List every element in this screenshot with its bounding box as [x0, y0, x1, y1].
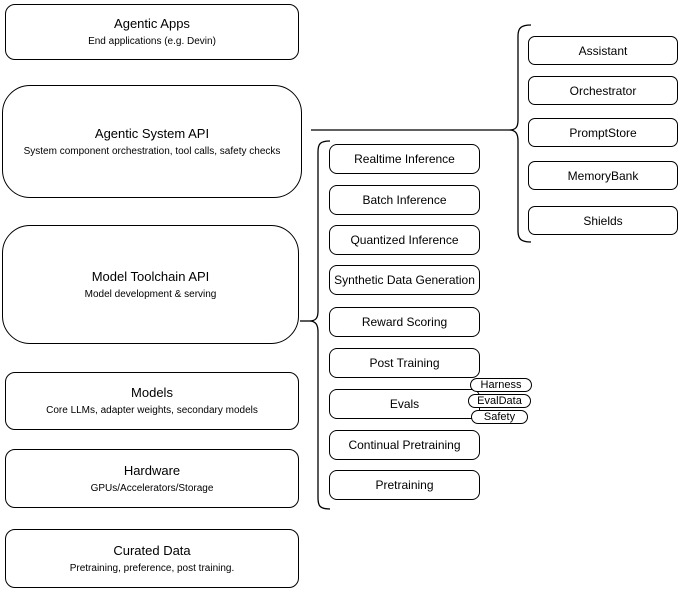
layer-models: Models Core LLMs, adapter weights, secon…: [5, 372, 299, 430]
toolchain-box-pretraining: Pretraining: [329, 470, 480, 500]
layer-model-toolchain-api: Model Toolchain API Model development & …: [2, 225, 299, 344]
layer-subtitle: System component orchestration, tool cal…: [23, 145, 281, 157]
toolchain-box-continual-pretraining: Continual Pretraining: [329, 430, 480, 460]
component-box-shields: Shields: [528, 206, 678, 235]
layer-title: Models: [131, 385, 173, 400]
layer-title: Agentic System API: [94, 125, 210, 141]
layer-subtitle: Pretraining, preference, post training.: [69, 562, 235, 574]
toolchain-group-brace: [308, 140, 331, 510]
layer-title: Curated Data: [113, 542, 191, 558]
toolchain-box-post-training: Post Training: [329, 348, 480, 378]
layer-subtitle: Model development & serving: [84, 288, 217, 300]
toolchain-box-evals: Evals: [329, 389, 480, 419]
layer-agentic-apps: Agentic Apps End applications (e.g. Devi…: [5, 4, 299, 60]
layer-hardware: Hardware GPUs/Accelerators/Storage: [5, 449, 299, 508]
eval-tag-safety: Safety: [471, 410, 528, 424]
layer-subtitle: Core LLMs, adapter weights, secondary mo…: [46, 405, 258, 416]
layer-subtitle: GPUs/Accelerators/Storage: [90, 482, 214, 494]
component-box-assistant: Assistant: [528, 36, 678, 65]
layer-title: Agentic Apps: [114, 16, 190, 31]
toolchain-box-synthetic-data-generation: Synthetic Data Generation: [329, 265, 480, 295]
toolchain-box-quantized-inference: Quantized Inference: [329, 225, 480, 255]
layer-subtitle: End applications (e.g. Devin): [88, 36, 216, 47]
eval-tag-evaldata: EvalData: [468, 394, 531, 408]
toolchain-box-batch-inference: Batch Inference: [329, 185, 480, 215]
layer-title: Hardware: [123, 462, 181, 478]
component-box-memorybank: MemoryBank: [528, 161, 678, 190]
layer-title: Model Toolchain API: [91, 268, 210, 284]
eval-tag-harness: Harness: [470, 378, 532, 392]
component-box-promptstore: PromptStore: [528, 118, 678, 147]
component-box-orchestrator: Orchestrator: [528, 76, 678, 105]
toolchain-box-realtime-inference: Realtime Inference: [329, 144, 480, 174]
toolchain-box-reward-scoring: Reward Scoring: [329, 307, 480, 337]
layer-curated-data: Curated Data Pretraining, preference, po…: [5, 529, 299, 588]
layer-agentic-system-api: Agentic System API System component orch…: [2, 85, 302, 198]
